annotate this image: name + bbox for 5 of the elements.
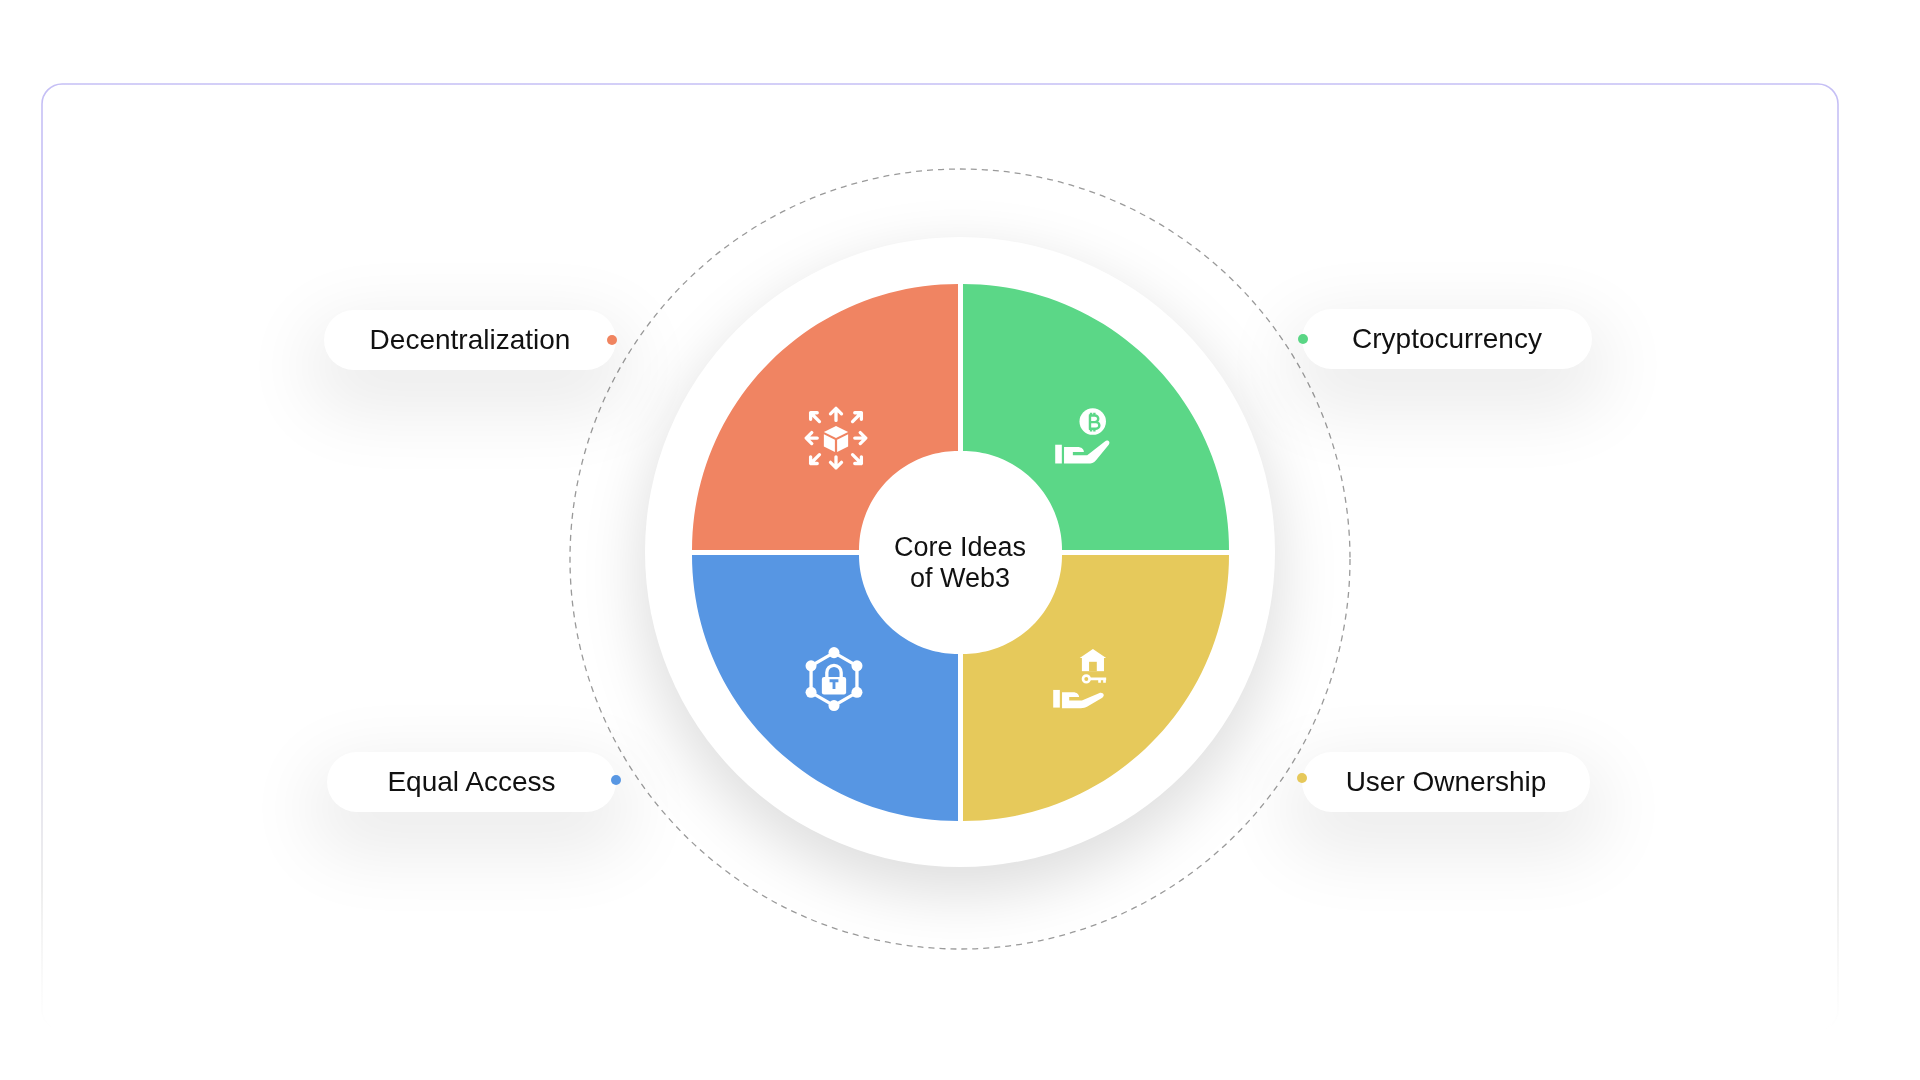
hub-title: Core Ideas of Web3	[892, 531, 1028, 595]
topic-pill: Decentralization	[324, 310, 616, 370]
topic-pill: User Ownership	[1302, 752, 1590, 812]
topic-pill: Cryptocurrency	[1302, 309, 1592, 369]
topic-pill: Equal Access	[327, 752, 616, 812]
